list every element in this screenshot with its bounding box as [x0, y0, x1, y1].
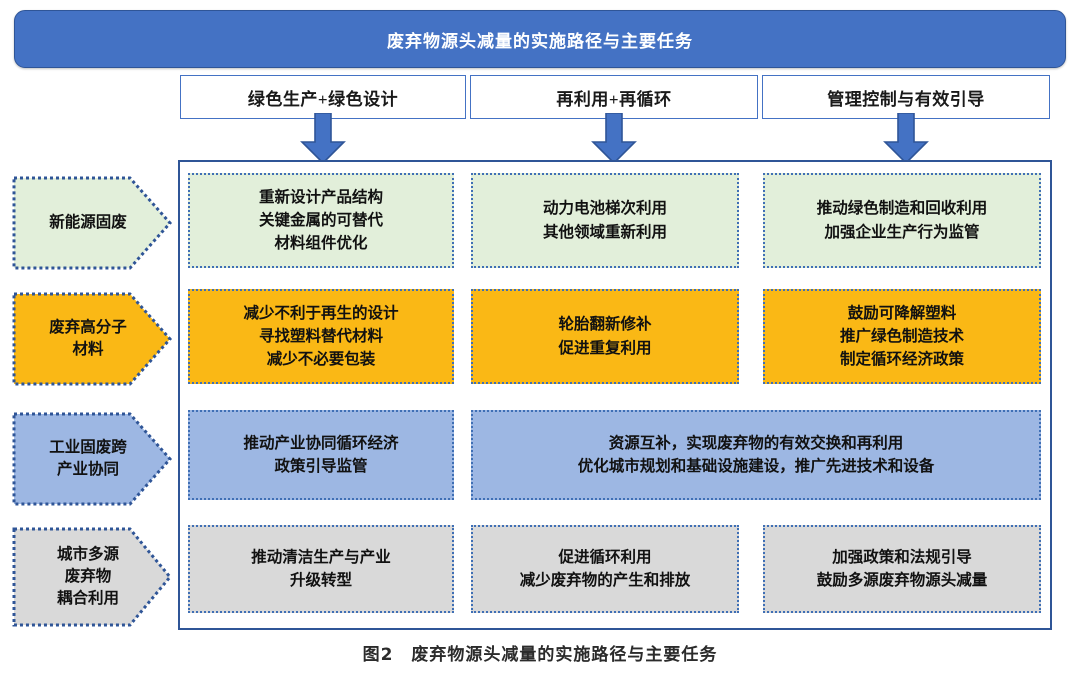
cell-r1c1: 轮胎翻新修补 促进重复利用	[471, 289, 739, 384]
column-header-green-production: 绿色生产+绿色设计	[180, 75, 466, 119]
diagram-title-banner: 废弃物源头减量的实施路径与主要任务	[14, 10, 1066, 68]
cell-r0c0: 重新设计产品结构 关键金属的可替代 材料组件优化	[188, 173, 454, 268]
cell-r0c2: 推动绿色制造和回收利用 加强企业生产行为监管	[763, 173, 1041, 268]
cell-r3c0: 推动清洁生产与产业 升级转型	[188, 525, 454, 613]
down-arrow-reuse-recycle-icon	[591, 112, 637, 165]
cell-text: 鼓励可降解塑料 推广绿色制造技术 制定循环经济政策	[839, 304, 964, 369]
row-label-text: 废弃高分子材料	[49, 319, 127, 358]
column-header-management-control: 管理控制与有效引导	[762, 75, 1050, 119]
cell-text: 重新设计产品结构 关键金属的可替代 材料组件优化	[258, 188, 383, 253]
row-label-text: 城市多源废弃物耦合利用	[56, 546, 119, 607]
row-label-text: 新能源固废	[49, 214, 127, 231]
cell-r0c1: 动力电池梯次利用 其他领域重新利用	[471, 173, 739, 268]
down-arrow-green-production-icon	[300, 112, 346, 165]
down-arrow-management-control-icon	[883, 112, 929, 165]
column-header-label: 再利用+再循环	[556, 89, 672, 109]
column-header-label: 管理控制与有效引导	[827, 89, 985, 109]
cell-r1c0: 减少不利于再生的设计 寻找塑料替代材料 减少不必要包装	[188, 289, 454, 384]
cell-text: 推动绿色制造和回收利用 加强企业生产行为监管	[816, 200, 988, 241]
row-label-industrial-solid-waste-cross-industry: 工业固废跨产业协同	[12, 412, 172, 506]
row-label-text: 工业固废跨产业协同	[49, 439, 127, 478]
cell-r2c1-span2: 资源互补，实现废弃物的有效交换和再利用 优化城市规划和基础设施建设，推广先进技术…	[471, 410, 1041, 500]
cell-text: 资源互补，实现废弃物的有效交换和再利用 优化城市规划和基础设施建设，推广先进技术…	[577, 434, 935, 475]
row-label-waste-polymer-materials: 废弃高分子材料	[12, 292, 172, 386]
column-header-label: 绿色生产+绿色设计	[247, 89, 399, 109]
cell-text: 轮胎翻新修补 促进重复利用	[558, 316, 652, 357]
cell-text: 推动清洁生产与产业 升级转型	[251, 548, 391, 589]
pentagon-arrow-shape-icon	[12, 292, 172, 386]
cell-r2c0: 推动产业协同循环经济 政策引导监管	[188, 410, 454, 500]
pentagon-arrow-shape-icon	[12, 176, 172, 270]
row-label-urban-multisource-waste-coupling: 城市多源废弃物耦合利用	[12, 527, 172, 627]
cell-text: 动力电池梯次利用 其他领域重新利用	[542, 200, 667, 241]
cell-text: 促进循环利用 减少废弃物的产生和排放	[519, 548, 691, 589]
row-label-new-energy-solid-waste: 新能源固废	[12, 176, 172, 270]
cell-text: 推动产业协同循环经济 政策引导监管	[243, 434, 399, 475]
cell-text: 加强政策和法规引导 鼓励多源废弃物源头减量	[816, 548, 988, 589]
cell-text: 减少不利于再生的设计 寻找塑料替代材料 减少不必要包装	[243, 304, 399, 369]
cell-r3c2: 加强政策和法规引导 鼓励多源废弃物源头减量	[763, 525, 1041, 613]
pentagon-arrow-shape-icon	[12, 412, 172, 506]
page-title: 废弃物源头减量的实施路径与主要任务	[387, 31, 693, 51]
pentagon-arrow-shape-icon	[12, 527, 172, 627]
cell-r3c1: 促进循环利用 减少废弃物的产生和排放	[471, 525, 739, 613]
cell-r1c2: 鼓励可降解塑料 推广绿色制造技术 制定循环经济政策	[763, 289, 1041, 384]
figure-caption: 图2 废弃物源头减量的实施路径与主要任务	[362, 645, 718, 665]
